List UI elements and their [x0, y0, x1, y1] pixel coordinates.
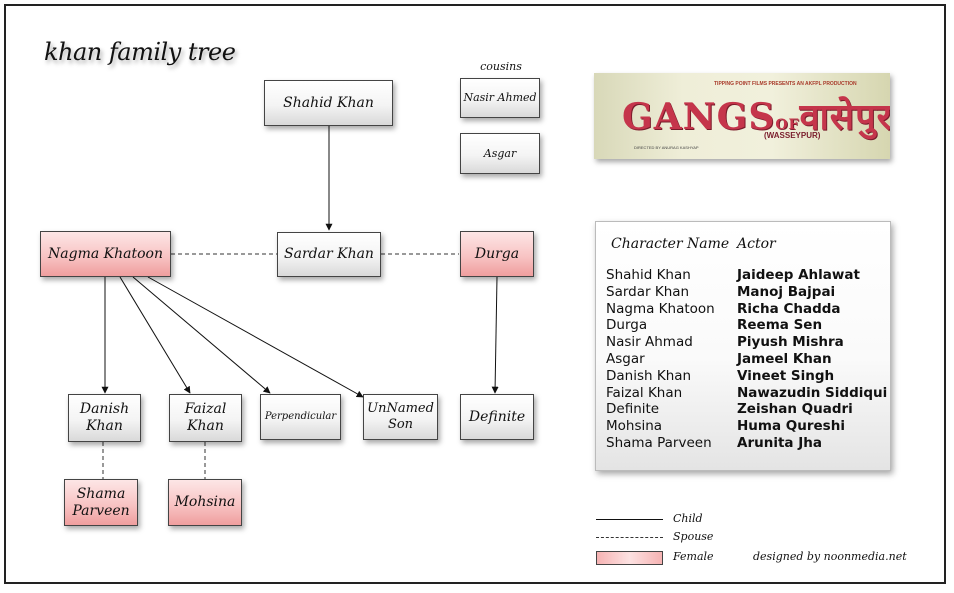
- child-line-nagma-perpendicular: [132, 276, 271, 394]
- cast-header-actor: Actor: [737, 236, 776, 252]
- cast-header-character: Character Name: [611, 236, 730, 252]
- cast-actor: Huma Qureshi: [737, 418, 845, 435]
- cast-actor: Jameel Khan: [737, 350, 832, 367]
- cast-character: Nasir Ahmad: [606, 334, 693, 351]
- cast-actor: Nawazudin Siddiqui: [737, 384, 888, 401]
- cast-actor: Manoj Bajpai: [737, 283, 836, 300]
- page-title: khan family tree: [44, 38, 236, 66]
- cast-character: Shama Parveen: [606, 434, 712, 451]
- node-asgar: Asgar: [460, 133, 540, 174]
- poster-presents-text: TIPPING POINT FILMS PRESENTS AN AKFPL PR…: [714, 81, 857, 87]
- poster-director: DIRECTED BY ANURAG KASHYAP: [634, 145, 699, 150]
- cast-table: Character Name Actor Shahid Khan Sardar …: [595, 221, 891, 471]
- child-line-nagma-unnamed: [147, 276, 364, 398]
- cast-character: Shahid Khan: [606, 267, 691, 283]
- cast-character: Mohsina: [606, 418, 663, 435]
- cast-actor: Vineet Singh: [737, 367, 835, 384]
- poster-title-of: OF: [775, 117, 800, 133]
- cousins-label: cousins: [480, 60, 522, 73]
- legend-female-swatch: [596, 551, 663, 565]
- node-definite: Definite: [460, 394, 534, 440]
- cast-character: Danish Khan: [606, 367, 692, 384]
- legend-child-label: Child: [673, 512, 703, 525]
- cast-actor: Arunita Jha: [737, 434, 822, 451]
- cast-actor: Piyush Mishra: [737, 334, 844, 351]
- child-line-nagma-faizal: [119, 276, 191, 394]
- node-nasir-ahmed: Nasir Ahmed: [460, 78, 540, 118]
- cast-characters-column: Shahid Khan Sardar Khan Nagma Khatoon Du…: [606, 267, 715, 452]
- poster-title: GANGSOFवासेपुर: [622, 91, 890, 140]
- cast-character: Sardar Khan: [606, 283, 690, 300]
- cast-character: Nagma Khatoon: [606, 300, 715, 317]
- node-faizal-khan: Faizal Khan: [169, 394, 242, 442]
- poster-title-gangs: GANGS: [622, 96, 776, 138]
- legend-spouse-label: Spouse: [673, 530, 714, 543]
- cast-actor: Zeishan Quadri: [737, 401, 853, 418]
- node-perpendicular: Perpendicular: [260, 394, 341, 440]
- node-shama-parveen: Shama Parveen: [64, 479, 138, 526]
- poster-title-hindi: वासेपुर: [799, 96, 890, 138]
- node-mohsina: Mohsina: [168, 479, 242, 526]
- cast-character: Faizal Khan: [606, 384, 683, 401]
- node-unnamed-son: UnNamed Son: [363, 394, 438, 440]
- cast-actors-column: Jaideep Ahlawat Manoj Bajpai Richa Chadd…: [737, 267, 887, 452]
- cast-character: Durga: [606, 317, 648, 334]
- child-line-durga-definite: [491, 276, 499, 394]
- legend-female-label: Female: [673, 550, 714, 563]
- legend-spouse-line: [596, 537, 663, 538]
- cast-character: Asgar: [606, 350, 645, 367]
- cast-actor: Richa Chadda: [737, 300, 841, 317]
- node-sardar-khan: Sardar Khan: [277, 232, 381, 277]
- node-danish-khan: Danish Khan: [68, 394, 141, 442]
- designer-credit: designed by noonmedia.net: [753, 550, 907, 563]
- node-nagma-khatoon: Nagma Khatoon: [40, 231, 171, 277]
- cast-character: Definite: [606, 401, 660, 418]
- cast-actor: Reema Sen: [737, 317, 823, 334]
- movie-poster: TIPPING POINT FILMS PRESENTS AN AKFPL PR…: [594, 73, 890, 159]
- cast-actor: Jaideep Ahlawat: [737, 267, 860, 283]
- poster-subtitle: (WASSEYPUR): [764, 131, 821, 140]
- node-shahid-khan: Shahid Khan: [264, 80, 393, 126]
- legend-child-line: [596, 519, 663, 520]
- node-durga: Durga: [460, 231, 534, 277]
